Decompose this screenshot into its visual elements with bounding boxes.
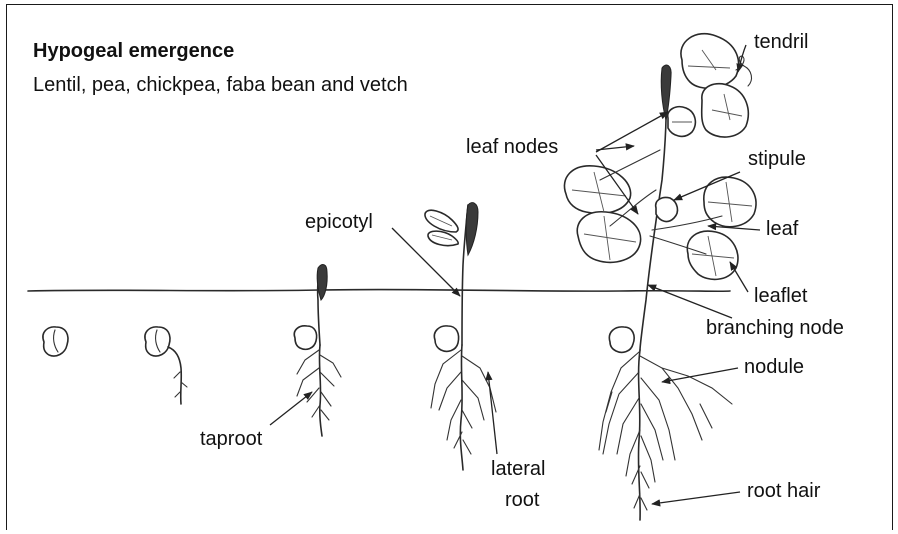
label-taproot: taproot xyxy=(200,425,262,453)
stage-2-germinating-seed xyxy=(145,327,187,404)
stage-1-seed xyxy=(43,327,68,356)
label-root-hair: root hair xyxy=(747,477,820,505)
label-leaf: leaf xyxy=(766,215,798,243)
label-branching-node: branching node xyxy=(706,314,844,342)
stage-5-plant xyxy=(564,34,756,520)
label-leaf-nodes: leaf nodes xyxy=(466,133,558,161)
label-root: root xyxy=(505,486,539,514)
label-stipule: stipule xyxy=(748,145,806,173)
label-tendril: tendril xyxy=(754,28,808,56)
label-leaflet: leaflet xyxy=(754,282,807,310)
label-epicotyl: epicotyl xyxy=(305,208,373,236)
stage-4-seedling xyxy=(425,203,496,470)
label-nodule: nodule xyxy=(744,353,804,381)
soil-line xyxy=(28,289,730,291)
label-lateral: lateral xyxy=(491,455,545,483)
